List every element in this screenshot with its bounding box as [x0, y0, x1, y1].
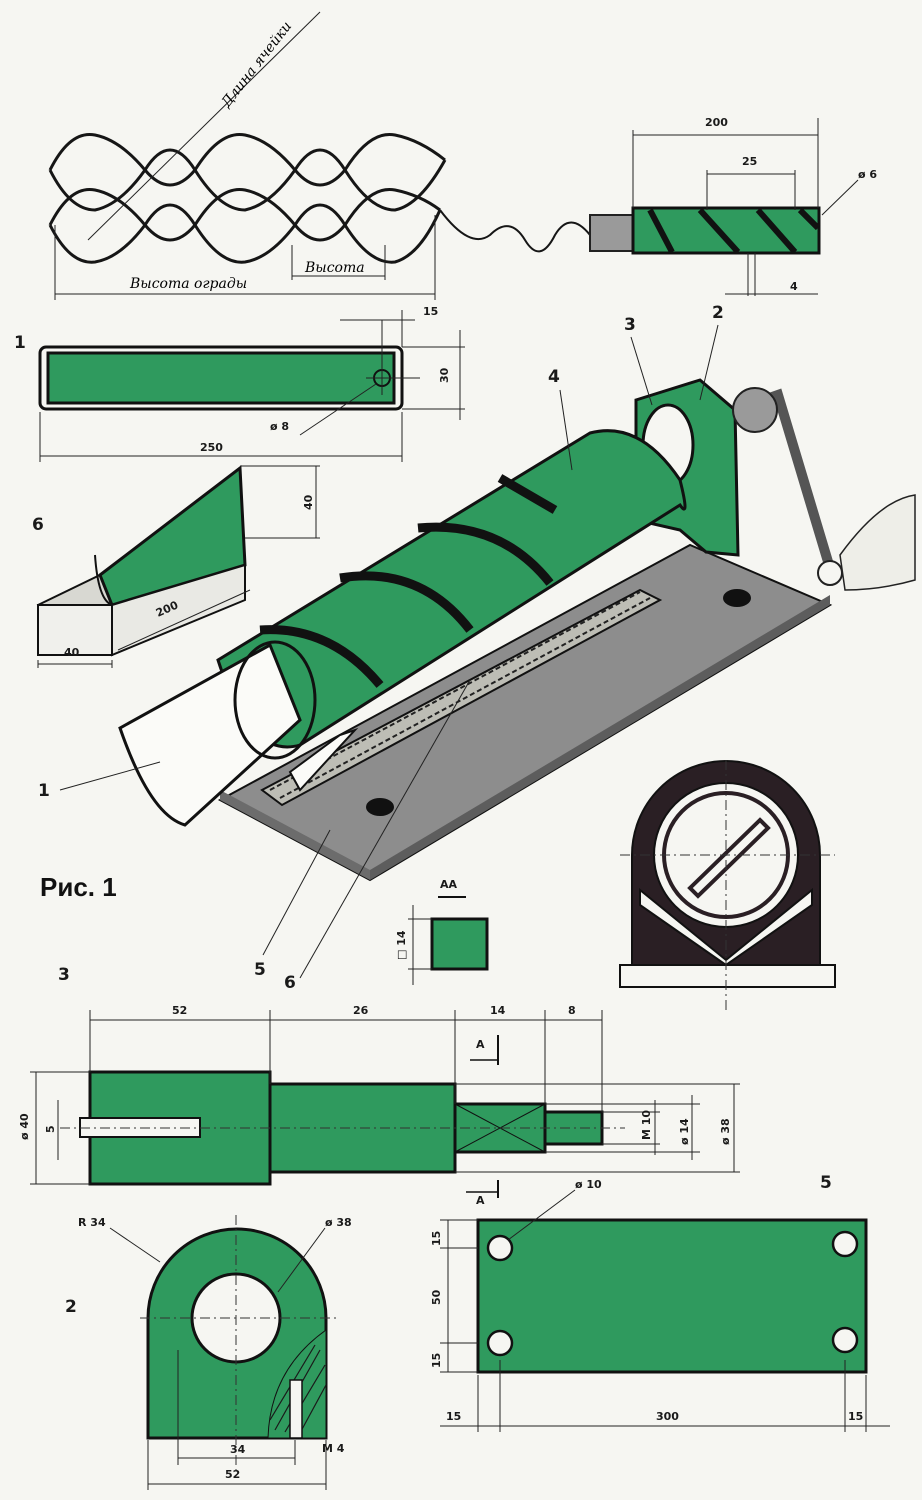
dim-dia-14: ø 14 [678, 1118, 691, 1145]
part-label-3-drawing: 3 [58, 965, 70, 985]
dim-dia-40: ø 40 [18, 1113, 31, 1140]
height-label: Высота [304, 260, 365, 276]
dim-200: 200 [705, 116, 728, 129]
part-label-6: 6 [32, 515, 44, 535]
part-label-1: 1 [14, 333, 26, 353]
dim-8: 8 [568, 1004, 576, 1017]
section-aa-label: AA [440, 878, 458, 891]
dim-50: 50 [430, 1289, 443, 1305]
section-a-top: A [476, 1038, 485, 1051]
dim-5: 5 [44, 1125, 57, 1133]
dim-15-top: 15 [423, 305, 438, 318]
part-2-bearing [140, 1215, 340, 1470]
part-5-plate [476, 1218, 868, 1374]
part-label-2-drawing: 2 [65, 1297, 77, 1317]
dim-40-bottom: 40 [64, 646, 80, 659]
dim-dia-8: ø 8 [270, 420, 289, 433]
part-1-body [46, 351, 396, 405]
figure-caption: Рис. 1 [40, 872, 117, 902]
chain-link-mesh [48, 132, 591, 264]
dim-52: 52 [172, 1004, 187, 1017]
part-label-6-assembly: 6 [284, 973, 296, 993]
dim-r34: R 34 [78, 1216, 106, 1229]
dim-m4: M 4 [322, 1442, 345, 1455]
dim-34: 34 [230, 1443, 246, 1456]
dim-m10: M 10 [640, 1110, 653, 1140]
dim-15-bottom-right: 15 [848, 1410, 863, 1423]
part-label-2: 2 [712, 303, 724, 323]
dim-dia-10: ø 10 [575, 1178, 602, 1191]
dim-gap-4: 4 [790, 280, 798, 293]
dim-15-left-bottom: 15 [430, 1353, 443, 1368]
dim-14: 14 [490, 1004, 506, 1017]
part-label-4: 4 [548, 367, 560, 387]
dim-26: 26 [353, 1004, 369, 1017]
part-label-5-drawing: 5 [820, 1173, 832, 1193]
part-label-1-assembly: 1 [38, 781, 50, 801]
dim-30: 30 [438, 367, 451, 383]
dim-40-right: 40 [302, 494, 315, 510]
dim-15-bottom-left: 15 [446, 1410, 461, 1423]
dim-300: 300 [656, 1410, 679, 1423]
mandrel-helix-view [589, 206, 821, 255]
dim-250: 250 [200, 441, 223, 454]
section-aa-square [430, 917, 489, 971]
part-label-3: 3 [624, 315, 636, 335]
main-assembly [118, 378, 916, 882]
part-3-shaft [60, 1070, 625, 1186]
end-view [619, 760, 836, 1010]
part-6-angle [36, 465, 247, 657]
part-label-5: 5 [254, 960, 266, 980]
dim-sq-14: □ 14 [395, 930, 408, 960]
dim-dia-38: ø 38 [719, 1118, 732, 1145]
section-a-bottom: A [476, 1194, 485, 1207]
dim-15-left-top: 15 [430, 1231, 443, 1246]
fence-height-label: Высота ограды [129, 276, 247, 292]
cell-length-label: Длина ячейки [218, 19, 295, 112]
dim-wire-dia: ø 6 [858, 168, 877, 181]
dim-25: 25 [742, 155, 757, 168]
cell-length-leader [87, 11, 321, 241]
dim-dia-38-bearing: ø 38 [325, 1216, 352, 1229]
white-cylinder [118, 642, 302, 827]
dim-52-bearing: 52 [225, 1468, 240, 1481]
